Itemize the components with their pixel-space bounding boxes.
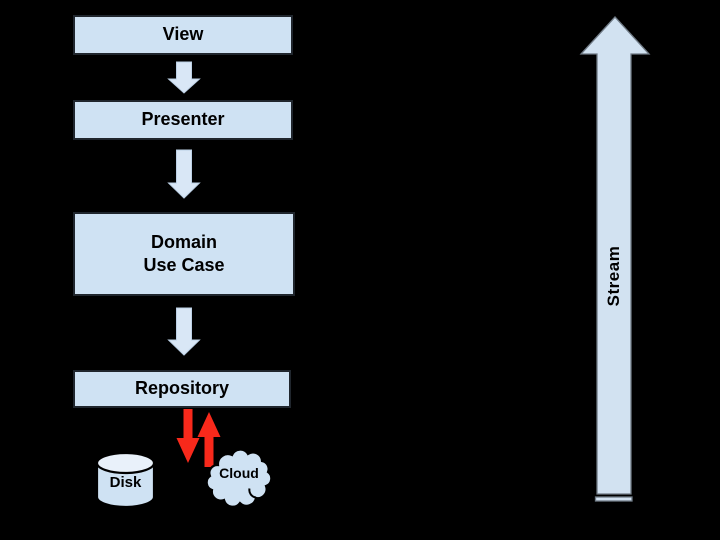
cloud-shape <box>205 448 273 508</box>
disk-cylinder <box>95 451 156 509</box>
repository-label: Repository <box>134 378 230 399</box>
down-arrow-icon <box>167 307 201 356</box>
presenter-label: Presenter <box>141 109 225 130</box>
repository-box: Repository <box>73 370 291 408</box>
red-up-arrow-icon <box>197 412 221 467</box>
domain-use-case-box: Domain Use Case <box>73 212 295 296</box>
red-down-arrow-icon <box>176 409 200 463</box>
view-box: View <box>73 15 293 55</box>
stream-arrow <box>579 16 651 502</box>
view-label: View <box>162 24 204 45</box>
presenter-box: Presenter <box>73 100 293 140</box>
down-arrow-icon <box>167 61 201 94</box>
domain-use-case-label: Domain Use Case <box>143 231 225 275</box>
stream-arrow-base-bar <box>594 496 633 502</box>
cloud-curl <box>248 488 257 499</box>
down-arrow-icon <box>167 149 201 199</box>
